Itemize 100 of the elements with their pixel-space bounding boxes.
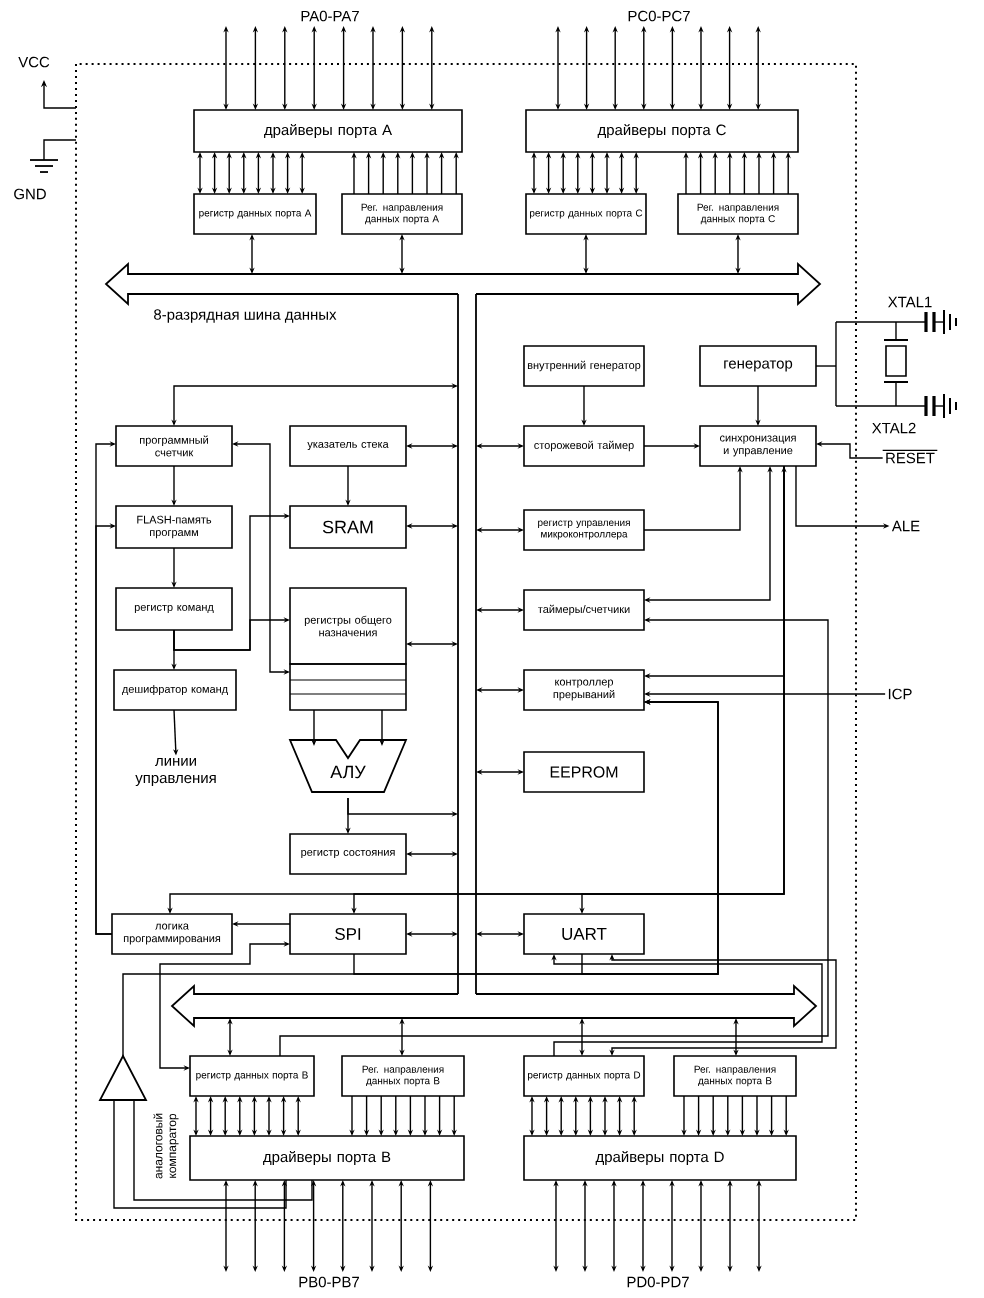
arrow: [393, 1095, 399, 1136]
arrow: [211, 152, 218, 194]
block-box: UART: [523, 913, 645, 955]
arrow: [616, 1096, 623, 1136]
arrow: [604, 152, 610, 194]
arrow: [631, 1096, 637, 1136]
arrow: [725, 1095, 731, 1136]
arrow: [340, 26, 347, 110]
arrow: [698, 1180, 704, 1272]
arrow: [399, 234, 405, 274]
arrow: [406, 641, 458, 647]
arrow: [270, 152, 276, 194]
arrow: [299, 152, 305, 194]
arrow: [589, 152, 596, 194]
arrow: [531, 152, 537, 194]
arrow: [406, 443, 458, 449]
arrow: [641, 26, 647, 110]
arrow: [340, 1180, 346, 1272]
arrow: [727, 1180, 733, 1272]
arrow: [223, 1180, 229, 1272]
arrow: [282, 26, 288, 110]
arrow: [380, 152, 386, 195]
arrow: [712, 152, 718, 195]
arrow: [427, 1180, 434, 1272]
arrow: [193, 1096, 199, 1136]
arrow: [311, 26, 317, 110]
arrow: [785, 152, 791, 195]
arrow: [582, 1180, 588, 1272]
arrow: [95, 523, 116, 935]
arrow: [429, 26, 435, 110]
block-box: SRAM: [289, 505, 407, 549]
arrow: [669, 1180, 675, 1272]
arrow: [197, 152, 203, 194]
arrow: [398, 1180, 404, 1272]
arrow: [555, 26, 561, 110]
data-bus-trunk: [457, 293, 477, 995]
arrow: [579, 1018, 585, 1056]
arrow: [173, 617, 290, 651]
arrow: [618, 152, 625, 194]
arrow: [406, 931, 458, 937]
arrow: [255, 152, 262, 194]
arrow: [241, 152, 247, 194]
arrow: [609, 954, 837, 1056]
block-box: SPI: [289, 913, 407, 955]
arrow: [252, 1180, 258, 1272]
arrow: [476, 687, 524, 693]
connector-line: [133, 1099, 313, 1201]
arrow: [406, 851, 458, 857]
arrow: [602, 1096, 608, 1136]
arrow: [227, 1018, 233, 1056]
arrow: [756, 1180, 762, 1272]
arrow: [249, 234, 255, 274]
arrow: [476, 931, 524, 937]
arrow: [575, 152, 581, 194]
arrow: [251, 1096, 258, 1136]
arrow: [529, 1096, 535, 1136]
arrow: [399, 26, 406, 110]
arrow: [369, 1180, 375, 1272]
arrow: [223, 26, 229, 110]
arrow: [545, 152, 552, 194]
arrow: [558, 1096, 564, 1136]
arrow: [669, 26, 676, 110]
connector-line: [113, 1099, 287, 1209]
arrow: [476, 527, 524, 533]
arrow: [476, 769, 524, 775]
arrow: [553, 1180, 559, 1272]
arrow: [370, 26, 376, 110]
arrow: [252, 26, 259, 110]
arrow: [755, 26, 761, 110]
arrow: [222, 1096, 228, 1136]
arrow: [735, 234, 741, 274]
arrow: [583, 234, 589, 274]
arrow: [207, 1096, 214, 1136]
arrow: [726, 26, 733, 110]
arrow: [284, 152, 291, 194]
arrow: [543, 1096, 550, 1136]
arrow: [266, 1096, 272, 1136]
arrow: [611, 1180, 617, 1272]
arrow: [237, 1096, 243, 1136]
arrow: [476, 443, 524, 449]
arrow: [583, 26, 590, 110]
arrow: [587, 1096, 594, 1136]
arrow: [476, 607, 524, 613]
arrow: [733, 1018, 739, 1056]
arrow: [406, 523, 458, 529]
arrow: [698, 26, 704, 110]
arrow: [310, 1180, 317, 1272]
arrow: [644, 465, 785, 679]
arrow: [399, 1018, 405, 1056]
arrow: [633, 152, 639, 194]
arrow: [560, 152, 566, 194]
arrow: [226, 152, 232, 194]
arrow: [453, 152, 459, 195]
arrow: [295, 1096, 301, 1136]
arrow: [573, 1096, 579, 1136]
arrow: [551, 954, 823, 1057]
arrow: [612, 26, 618, 110]
arrow: [281, 1180, 288, 1272]
arrow: [280, 1096, 287, 1136]
arrow: [640, 1180, 646, 1272]
